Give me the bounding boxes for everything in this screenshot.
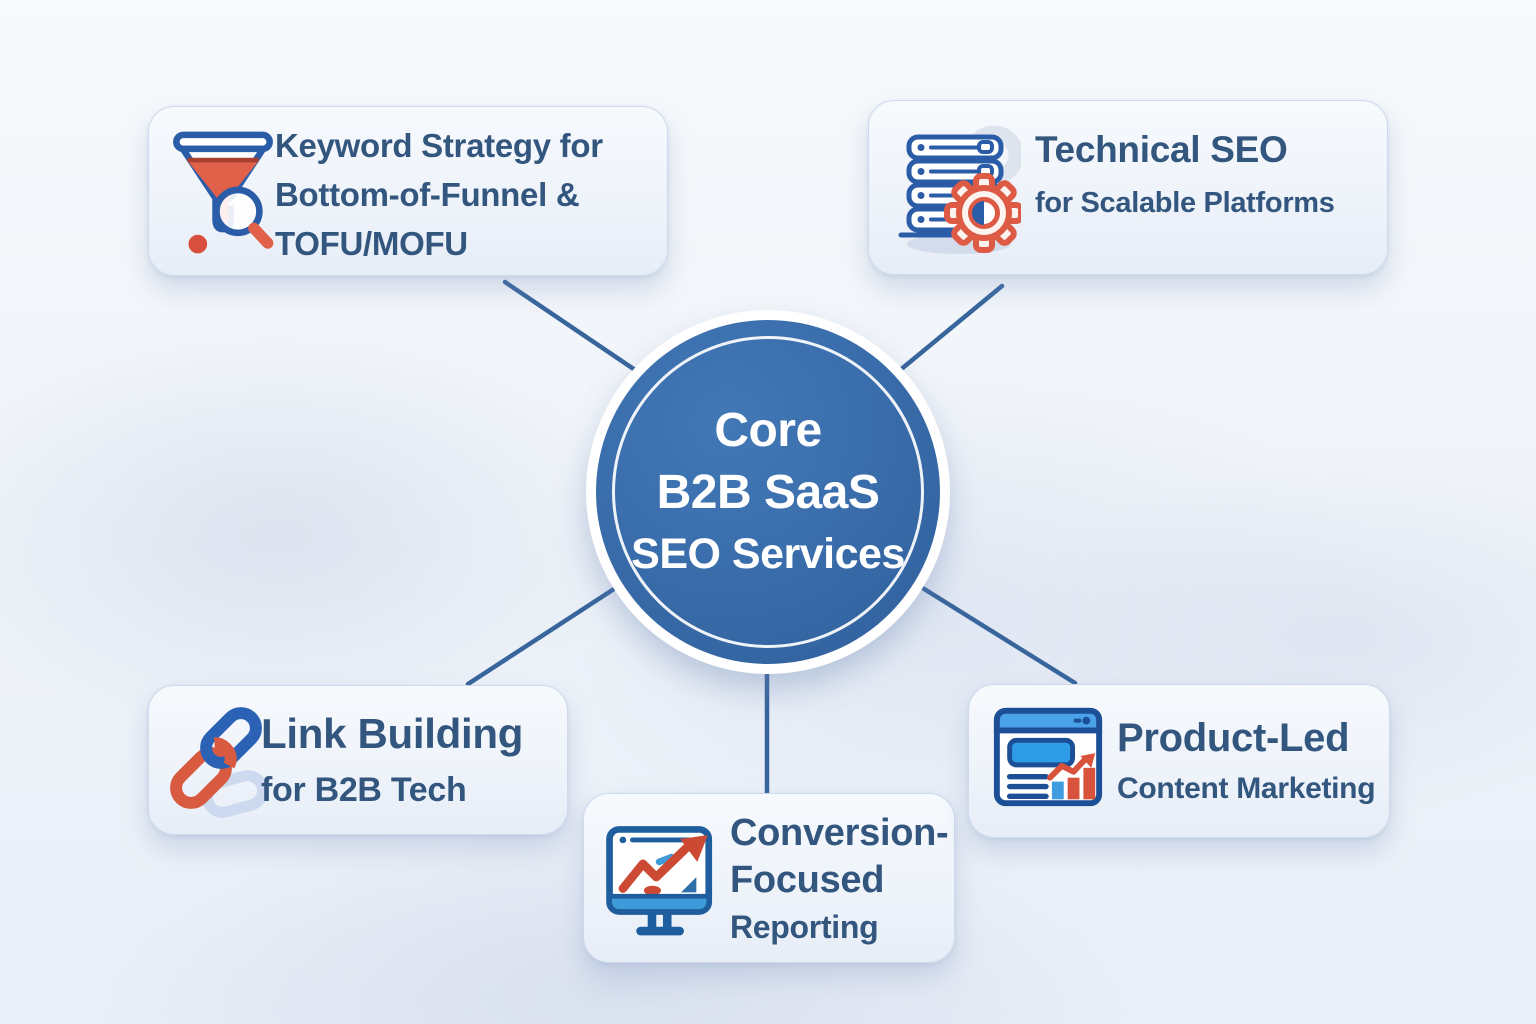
node-title-line: Reporting — [730, 909, 879, 945]
node-title-line: Technical SEO — [1035, 129, 1288, 170]
node-card-technical-seo: Technical SEO for Scalable Platforms — [868, 100, 1388, 275]
connector-top-left — [502, 279, 644, 377]
funnel-magnifying-glass-icon — [167, 119, 279, 264]
browser-analytics-icon — [989, 699, 1107, 822]
node-title-line: Bottom-of-Funnel & — [275, 176, 580, 213]
monitor-growth-chart-icon — [600, 818, 724, 947]
server-stack-gear-icon — [891, 125, 1024, 260]
chain-links-icon — [165, 696, 269, 831]
node-title-line: Product-Led — [1117, 716, 1350, 760]
node-title-line: Link Building — [261, 710, 524, 757]
connector-bottom-right — [918, 584, 1078, 686]
node-title-line: Keyword Strategy for — [275, 127, 603, 164]
central-node: Core B2B SaaS SEO Services — [586, 310, 950, 674]
node-card-link-building: Link Building for B2B Tech — [148, 685, 568, 835]
node-title-line: for B2B Tech — [261, 771, 467, 809]
node-title-line: Conversion- — [730, 812, 949, 854]
central-node-circle: Core B2B SaaS SEO Services — [596, 320, 940, 664]
central-node-inner-ring — [612, 336, 924, 648]
node-card-keyword-strategy: Keyword Strategy for Bottom-of-Funnel & … — [148, 106, 668, 276]
node-title-line: Focused — [730, 859, 885, 901]
node-title-line: for Scalable Platforms — [1035, 187, 1335, 219]
node-card-product-led-content: Product-Led Content Marketing — [968, 684, 1390, 838]
connector-bottom-left — [465, 586, 617, 687]
node-card-conversion-reporting: Conversion- Focused Reporting — [583, 793, 955, 963]
node-title-line: Content Marketing — [1117, 772, 1376, 805]
node-title-line: TOFU/MOFU — [275, 225, 468, 262]
connector-top-right — [896, 283, 1005, 374]
